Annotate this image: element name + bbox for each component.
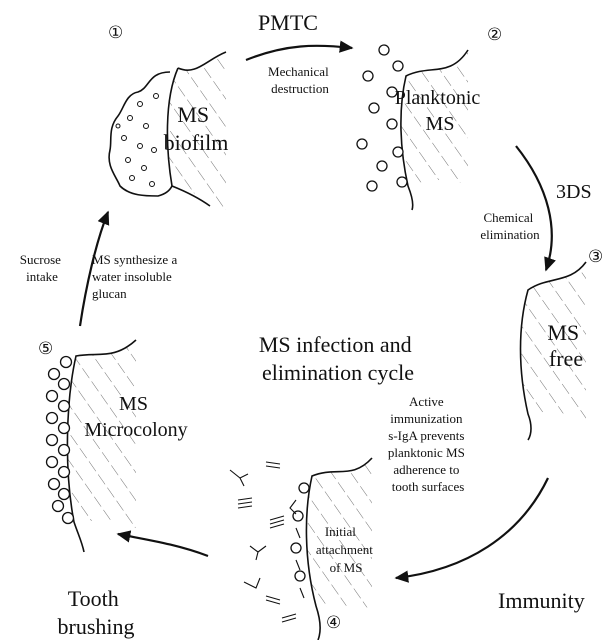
stage-4-number: ④ <box>326 613 341 632</box>
immunity-label: Immunity <box>498 588 585 613</box>
sucrose-note: MS synthesize a water insoluble glucan <box>92 252 180 301</box>
3ds-label: 3DS <box>556 181 592 203</box>
immunity-note: Active immunization s-IgA prevents plank… <box>388 394 468 494</box>
diagram-title: MS infection and elimination cycle <box>259 332 417 385</box>
stage-3-free: ③ MS free <box>521 247 604 440</box>
3ds-arrow <box>516 146 552 270</box>
transition-brushing: Tooth brushing <box>58 534 209 639</box>
transition-sucrose: Sucrose intake MS synthesize a water ins… <box>20 212 181 326</box>
pmtc-arrow <box>246 46 352 60</box>
stage-2-number: ② <box>487 25 502 44</box>
stage-4-attachment: ④ Initial attachment of MS <box>230 458 376 640</box>
3ds-note: Chemical elimination <box>480 210 540 242</box>
transition-3ds: 3DS Chemical elimination <box>480 146 591 270</box>
transition-immunity: Immunity Active immunization s-IgA preve… <box>388 394 585 613</box>
stage-2-planktonic: ② Planktonic MS <box>357 25 502 210</box>
stage-5-number: ⑤ <box>38 339 53 358</box>
brushing-label: Tooth brushing <box>58 586 135 639</box>
stage-3-label: MS free <box>547 320 584 371</box>
stage-3-number: ③ <box>588 247 603 266</box>
biofilm-layer <box>109 72 172 196</box>
pmtc-note: Mechanical destruction <box>268 64 332 96</box>
pmtc-label: PMTC <box>258 10 318 35</box>
brushing-arrow <box>118 534 208 556</box>
planktonic-bacteria <box>357 45 407 191</box>
stage-5-microcolony: ⑤ MS Microcolony <box>38 339 188 552</box>
antibody-icons <box>230 462 304 622</box>
sucrose-label: Sucrose intake <box>20 252 64 284</box>
stage-1-number: ① <box>108 23 123 42</box>
stage-1-biofilm: ① MS biofilm <box>108 23 228 210</box>
transition-pmtc: PMTC Mechanical destruction <box>246 10 352 96</box>
